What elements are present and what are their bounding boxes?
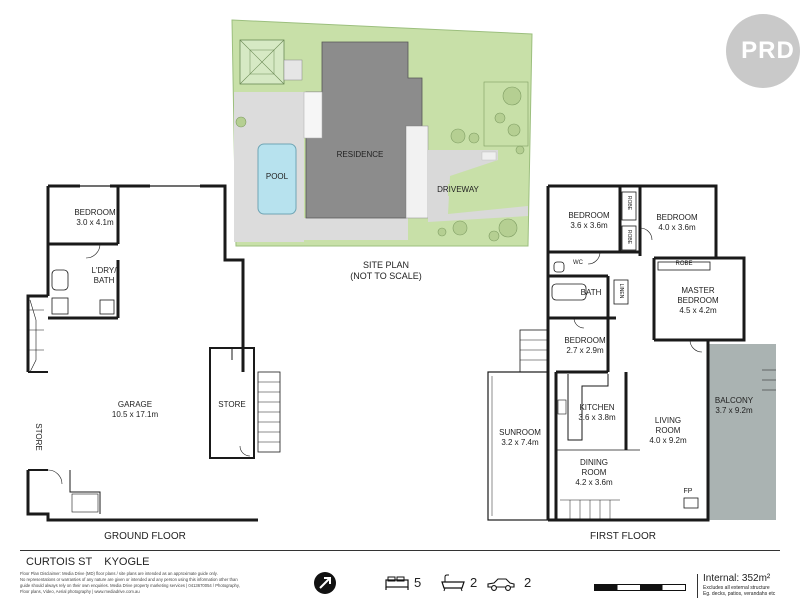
gf-room-bedroom: BEDROOM 3.0 x 4.1m [62, 208, 128, 228]
ff-room-kitchen: KITCHEN 3.6 x 3.8m [566, 403, 628, 423]
ff-room-balcony-name: BALCONY [714, 396, 754, 405]
area-note-1: Excludes all external structure [703, 585, 770, 591]
compass-icon [314, 572, 336, 594]
ff-room-balcony-dims: 3.7 x 9.2m [715, 406, 753, 415]
ff-robe-3: ROBE [675, 261, 693, 267]
ff-room-bedroom-2-dims: 4.0 x 3.6m [658, 223, 696, 232]
internal-area: Internal: 352m² [703, 573, 771, 584]
site-label-driveway: DRIVEWAY [437, 185, 479, 194]
gf-room-laundry: L'DRY/ BATH [76, 266, 132, 286]
ff-room-living: LIVING ROOM 4.0 x 9.2m [640, 416, 696, 446]
ff-linen: LINEN [618, 283, 624, 299]
ff-room-bath: BATH [580, 288, 602, 297]
ff-room-living-name-2: ROOM [655, 426, 681, 435]
ff-room-bedroom-1: BEDROOM 3.6 x 3.6m [556, 211, 622, 231]
internal-area-divider [697, 574, 698, 598]
ff-room-dining-name-2: ROOM [581, 468, 607, 477]
area-note-2: Eg. decks, patios, verandahs etc [703, 591, 776, 597]
car-count: 2 [524, 575, 532, 590]
ff-fireplace: FP [683, 488, 693, 495]
sunroom-frame [487, 371, 549, 521]
car-icon [487, 578, 515, 591]
bathroom-count: 2 [470, 575, 478, 590]
ff-room-kitchen-dims: 3.6 x 3.8m [578, 413, 616, 422]
ff-room-bedroom-1-dims: 3.6 x 3.6m [570, 221, 608, 230]
ff-room-sunroom-dims: 3.2 x 7.4m [501, 438, 539, 447]
ff-room-master: MASTER BEDROOM 4.5 x 4.2m [656, 286, 740, 316]
ff-room-living-name: LIVING [654, 416, 682, 425]
gf-room-store-right: STORE [218, 400, 246, 409]
gf-room-garage: GARAGE 10.5 x 17.1m [100, 400, 170, 420]
gf-room-laundry-name: L'DRY/ [91, 266, 117, 275]
logo-text: PRD [741, 37, 795, 64]
ff-room-bedroom-3: BEDROOM 2.7 x 2.9m [554, 336, 616, 356]
ff-room-dining: DINING ROOM 4.2 x 3.6m [566, 458, 622, 488]
ff-room-sunroom-name: SUNROOM [499, 428, 541, 437]
disclaimer: Floor Plan Disclaimer: Media Drive (MD) … [20, 571, 310, 595]
ff-room-bedroom-2-name: BEDROOM [656, 213, 698, 222]
balcony-deck [708, 344, 776, 520]
bedroom-count: 5 [414, 575, 422, 590]
site-plan-subtitle: (NOT TO SCALE) [350, 271, 422, 281]
site-plan-title: SITE PLAN [362, 260, 409, 270]
site-label-residence: RESIDENCE [336, 150, 384, 159]
footer-divider [20, 550, 780, 551]
disclaimer-line: Floor plans, Video, Aerial photography |… [20, 589, 140, 594]
ff-room-bedroom-1-name: BEDROOM [568, 211, 610, 220]
first-floor-caption: FIRST FLOOR [590, 531, 656, 542]
ff-room-bedroom-3-name: BEDROOM [564, 336, 606, 345]
ff-room-balcony: BALCONY 3.7 x 9.2m [708, 396, 760, 416]
gf-room-laundry-dims: BATH [93, 276, 115, 285]
ff-room-master-dims: 4.5 x 4.2m [679, 306, 717, 315]
scale-bar [594, 584, 686, 591]
first-floor-outer-wall [548, 184, 746, 522]
gf-room-bedroom-name: BEDROOM [74, 208, 116, 217]
ff-room-sunroom: SUNROOM 3.2 x 7.4m [492, 428, 548, 448]
gf-room-garage-dims: 10.5 x 17.1m [111, 410, 159, 419]
ff-robe-2: ROBE [626, 229, 632, 245]
gf-room-garage-name: GARAGE [117, 400, 153, 409]
disclaimer-line: No representations or warranties of any … [20, 577, 238, 582]
bed-icon [385, 576, 409, 590]
driveway [428, 150, 528, 222]
ff-room-master-name-2: BEDROOM [677, 296, 719, 305]
disclaimer-line: guide should always rely on their own en… [20, 583, 240, 588]
site-label-pool: POOL [265, 172, 289, 181]
gazebo-icon [239, 39, 303, 85]
disclaimer-line: Floor Plan Disclaimer: Media Drive (MD) … [20, 571, 218, 576]
ff-room-wc: WC [573, 260, 583, 266]
pool [257, 143, 297, 215]
gf-room-bedroom-dims: 3.0 x 4.1m [76, 218, 114, 227]
tree-icons [235, 86, 525, 242]
ff-room-dining-name: DINING [580, 458, 608, 467]
address-label: CURTOIS ST KYOGLE [26, 556, 150, 568]
ff-room-dining-dims: 4.2 x 3.6m [575, 478, 613, 487]
ff-room-kitchen-name: KITCHEN [579, 403, 615, 412]
ff-room-living-dims: 4.0 x 9.2m [649, 436, 687, 445]
logo-badge: PRD [726, 14, 800, 88]
ff-room-bedroom-3-dims: 2.7 x 2.9m [566, 346, 604, 355]
ff-room-master-name: MASTER [681, 286, 715, 295]
ff-room-bedroom-2: BEDROOM 4.0 x 3.6m [644, 213, 710, 233]
bath-icon [441, 574, 465, 592]
ground-floor-caption: GROUND FLOOR [104, 531, 186, 542]
ff-robe-1: ROBE [626, 195, 632, 211]
